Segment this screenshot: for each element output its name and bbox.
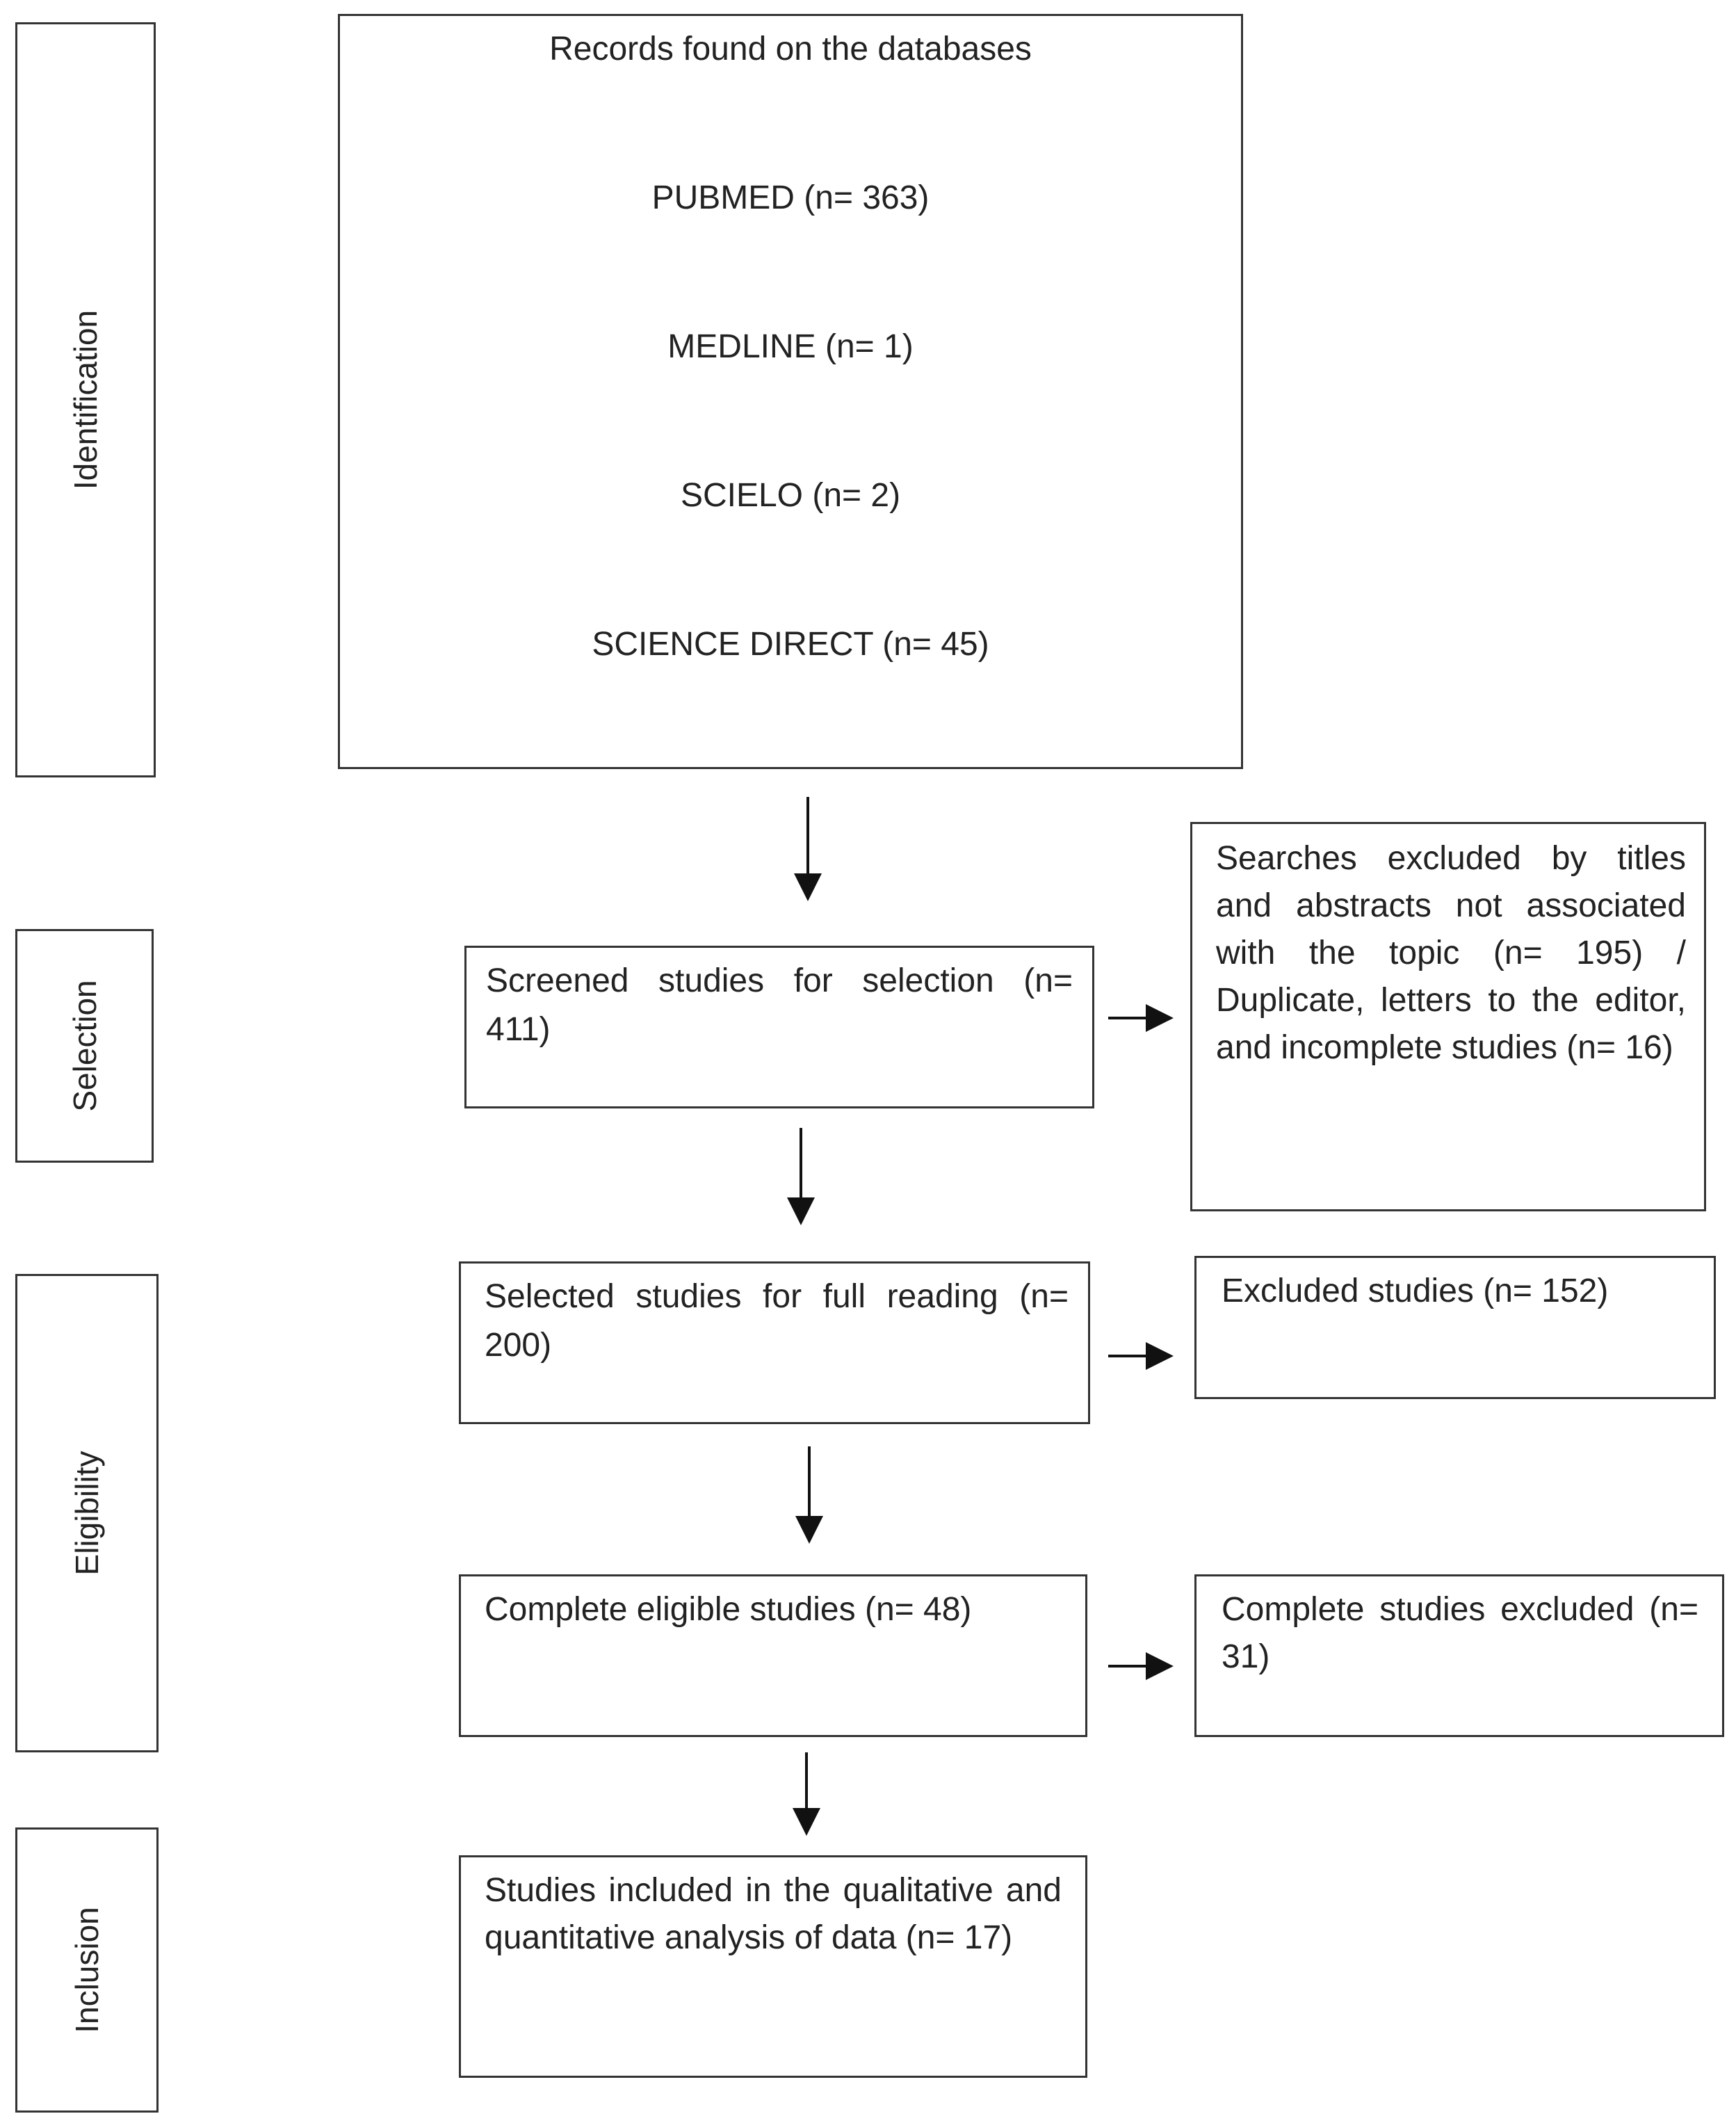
database-scielo: SCIELO (n= 2) — [680, 477, 901, 514]
stage-eligibility: Eligibility — [15, 1274, 159, 1752]
database-science-direct: SCIENCE DIRECT (n= 45) — [592, 626, 989, 663]
stage-identification: Identification — [15, 22, 156, 777]
excluded-titles-box: Searches excluded by titles and abstract… — [1190, 822, 1706, 1211]
database-medline: MEDLINE (n= 1) — [667, 328, 914, 365]
eligible-text: Complete eligible studies (n= 48) — [485, 1591, 972, 1628]
complete-excluded-text: Complete studies excluded (n= 31) — [1222, 1591, 1698, 1675]
included-text: Studies included in the qualitative and … — [485, 1872, 1062, 1956]
records-heading: Records found on the databases — [549, 31, 1032, 67]
excluded-studies-text: Excluded studies (n= 152) — [1222, 1273, 1609, 1309]
eligible-box: Complete eligible studies (n= 48) — [459, 1574, 1087, 1737]
stage-selection: Selection — [15, 929, 154, 1163]
complete-excluded-box: Complete studies excluded (n= 31) — [1194, 1574, 1724, 1737]
excluded-titles-text: Searches excluded by titles and abstract… — [1216, 840, 1686, 1066]
records-box: Records found on the databases PUBMED (n… — [338, 14, 1243, 769]
screened-box: Screened studies for selection (n= 411) — [464, 946, 1094, 1108]
full-reading-line1: Selected studies for full reading (n= — [485, 1278, 1069, 1315]
excluded-studies-box: Excluded studies (n= 152) — [1194, 1256, 1716, 1399]
included-box: Studies included in the qualitative and … — [459, 1855, 1087, 2078]
database-pubmed: PUBMED (n= 363) — [651, 179, 930, 216]
screened-line1: Screened studies for selection (n= — [486, 962, 1073, 999]
screened-line2: 411) — [486, 1011, 551, 1048]
stage-inclusion: Inclusion — [15, 1827, 159, 2113]
full-reading-box: Selected studies for full reading (n= 20… — [459, 1261, 1090, 1424]
full-reading-line2: 200) — [485, 1327, 552, 1364]
